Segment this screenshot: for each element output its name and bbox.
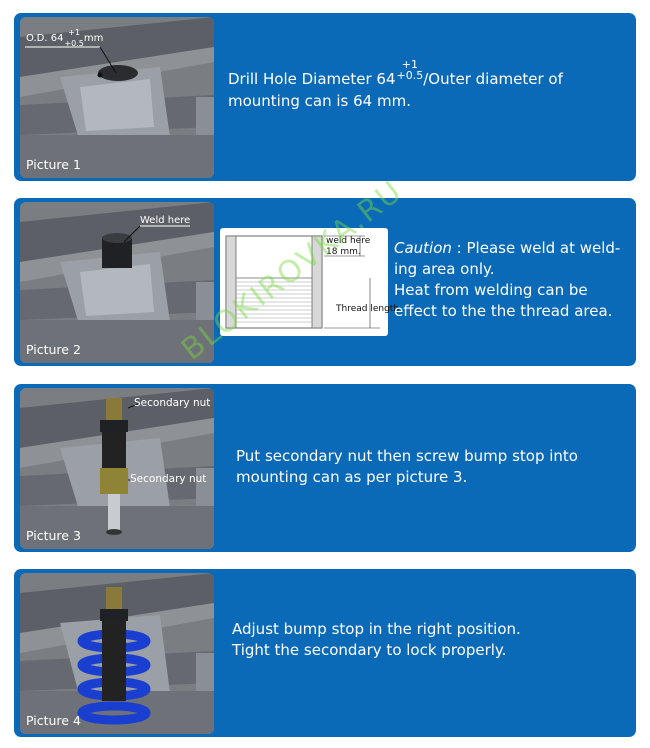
secondary-nut-bottom-label: Secondary nut — [130, 473, 207, 485]
step-2-line-2: ing area only. — [394, 260, 495, 278]
step-3-line-1: Put secondary nut then screw bump stop i… — [236, 447, 578, 465]
step-2-line-3: Heat from welding can be — [394, 281, 588, 299]
step-1-line-1: Drill Hole Diameter 64+1+0.5/Outer diame… — [228, 58, 563, 88]
diagram-weld-dim-label: 18 mm. — [326, 247, 361, 257]
picture-2-image: Weld here Picture 2 — [20, 202, 214, 363]
step-panel-2: Weld here Picture 2 weld here 18 mm. — [14, 198, 636, 366]
step-panel-4: Picture 4 Adjust bump stop in the right … — [14, 569, 636, 737]
weld-here-label: Weld here — [140, 215, 191, 226]
step-2-line-4: effect to the the thread area. — [394, 302, 613, 320]
step-2-text: Caution : Please weld at weld- ing area … — [394, 238, 634, 322]
step-2-line-1: Caution : Please weld at weld- — [394, 239, 621, 257]
picture-3-image: Secondary nut Secondary nut Picture 3 — [20, 388, 214, 549]
step-1-line-2: mounting can is 64 mm. — [228, 92, 411, 110]
picture-1-caption: Picture 1 — [26, 157, 81, 172]
caution-word: Caution — [394, 239, 452, 257]
step-1-text: Drill Hole Diameter 64+1+0.5/Outer diame… — [228, 58, 628, 112]
step-3-line-2: mounting can as per picture 3. — [236, 468, 468, 486]
thread-section-diagram: weld here 18 mm. Thread length — [220, 228, 399, 336]
step-3-text: Put secondary nut then screw bump stop i… — [236, 446, 632, 488]
picture-3-caption: Picture 3 — [26, 528, 81, 543]
picture-4-caption: Picture 4 — [26, 713, 81, 728]
diagram-weld-here-label: weld here — [326, 236, 371, 246]
step-4-line-2: Tight the secondary to lock properly. — [232, 641, 507, 659]
step-4-text: Adjust bump stop in the right position. … — [232, 619, 628, 661]
diagram-thread-length-label: Thread length — [336, 304, 400, 314]
secondary-nut-top-label: Secondary nut — [134, 397, 211, 409]
picture-4-image: Picture 4 — [20, 573, 214, 734]
step-4-line-1: Adjust bump stop in the right position. — [232, 620, 521, 638]
picture-2-caption: Picture 2 — [26, 342, 81, 357]
step-panel-3: Secondary nut Secondary nut Picture 3 Pu… — [14, 384, 636, 552]
